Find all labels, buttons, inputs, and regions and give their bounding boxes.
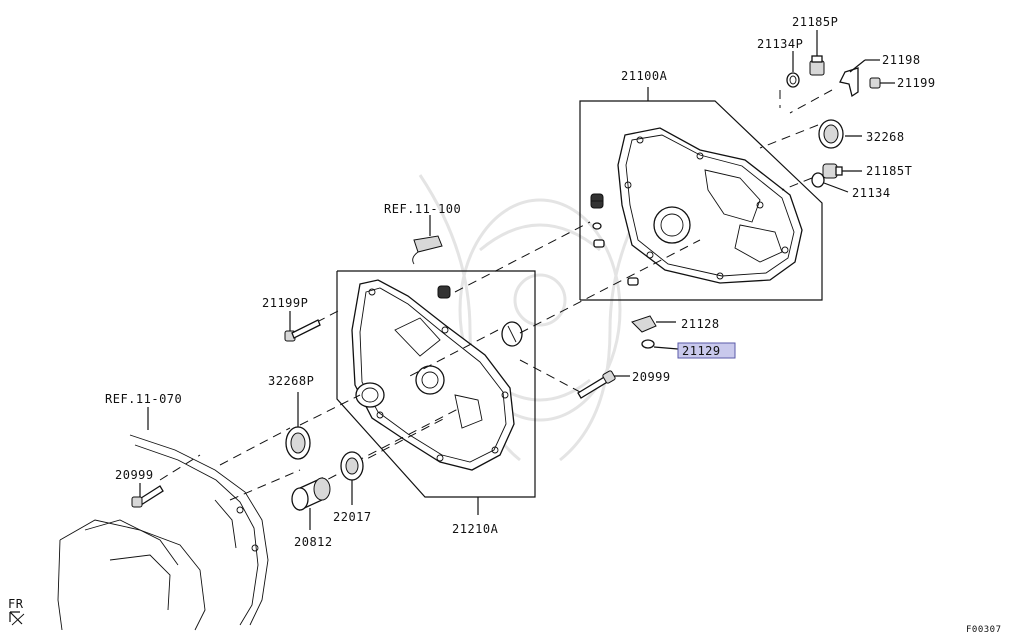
ref-11-100-part — [412, 215, 443, 265]
label-ref-11-070: REF.11-070 — [105, 392, 182, 406]
label-fr: FR — [8, 597, 24, 611]
cover-plate-lower — [501, 321, 523, 347]
bushing-20812 — [291, 476, 331, 530]
fr-arrow-icon — [9, 611, 25, 626]
label-ref-11-100: REF.11-100 — [384, 202, 461, 216]
bolt-21199 — [869, 77, 895, 89]
label-21185T: 21185T — [866, 164, 912, 178]
gasket-21134P — [786, 51, 800, 88]
sensor-21128 — [631, 315, 676, 333]
ref-11-070-transmission — [57, 407, 269, 631]
case-dowel-pins — [592, 222, 639, 286]
bolt-21199P — [284, 311, 321, 342]
label-21199: 21199 — [897, 76, 936, 90]
label-20999-right: 20999 — [632, 370, 671, 384]
transaxle-case-21100A — [617, 127, 803, 284]
gasket-21134 — [811, 172, 849, 193]
drain-plug-21185P — [809, 30, 825, 76]
label-21199P: 21199P — [262, 296, 308, 310]
label-figure-code: F00307 — [966, 625, 1002, 635]
bolt-20999-left — [131, 483, 164, 508]
case-group-21210A — [336, 270, 536, 515]
label-21100A: 21100A — [621, 69, 668, 83]
bracket-21198 — [839, 59, 880, 98]
label-21129: 21129 — [682, 344, 721, 358]
oil-seal-32268 — [818, 119, 862, 149]
label-21134P: 21134P — [757, 37, 803, 51]
label-20999-left: 20999 — [115, 468, 154, 482]
label-21185P: 21185P — [792, 15, 838, 29]
o-ring-21129 — [641, 339, 679, 350]
oil-seal-32268P — [285, 392, 311, 460]
label-21128: 21128 — [681, 317, 720, 331]
bearing-small-lower — [437, 285, 451, 299]
highlight-21129 — [677, 342, 736, 359]
transfer-case-21210A — [351, 279, 515, 471]
seal-22017 — [340, 451, 364, 505]
label-32268: 32268 — [866, 130, 905, 144]
plug-21185T — [822, 163, 862, 179]
label-21198: 21198 — [882, 53, 921, 67]
case-group-21100A — [579, 87, 823, 301]
bolt-20999-right — [577, 370, 630, 399]
label-32268P: 32268P — [268, 374, 314, 388]
label-21210A: 21210A — [452, 522, 499, 536]
case-bearing-small — [590, 193, 604, 209]
label-20812: 20812 — [294, 535, 333, 549]
label-21134: 21134 — [852, 186, 891, 200]
label-22017: 22017 — [333, 510, 372, 524]
